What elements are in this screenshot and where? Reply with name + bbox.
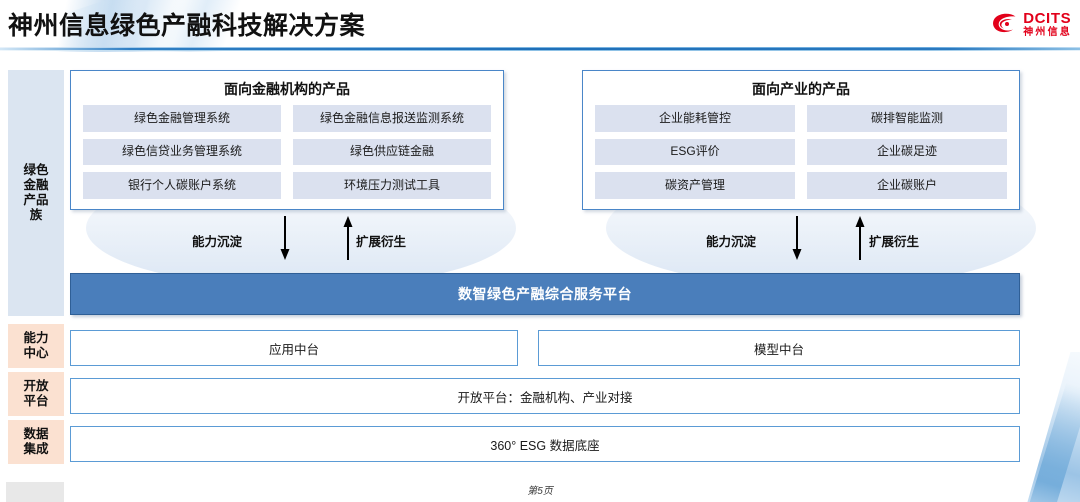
page-number: 第5页 <box>527 486 553 497</box>
panel-title-financial-institutions: 面向金融机构的产品 <box>224 81 350 97</box>
sidebar-item-open-platform[interactable]: 开放 平台 <box>8 372 64 416</box>
header-divider-top <box>0 47 1080 48</box>
header-divider-bottom <box>0 50 1080 51</box>
product-card[interactable]: 绿色信贷业务管理系统 <box>83 138 281 166</box>
arrow-up-icon-left <box>343 216 353 260</box>
slide-header: 神州信息绿色产融科技解决方案 <box>0 0 1080 52</box>
product-card[interactable]: 银行个人碳账户系统 <box>83 172 281 199</box>
dcits-logo: DCITS 神州信息 <box>992 8 1072 40</box>
logo-text-en: DCITS <box>1023 9 1072 27</box>
sidebar-label-data-integration: 数据 集成 <box>23 426 49 456</box>
header-divider-mid <box>0 48 1080 50</box>
panel-financial-institutions: 面向金融机构的产品 绿色金融管理系统 绿色金融信息报送监测系统 绿色信贷业务管理… <box>70 70 504 210</box>
platform-bar-label: 数智绿色产融综合服务平台 <box>458 286 632 302</box>
header-divider <box>0 47 1080 52</box>
layer-box-open-platform[interactable]: 开放平台：金融机构、产业对接 <box>70 378 1020 414</box>
sidebar-label-open-platform: 开放 平台 <box>23 378 49 408</box>
product-card[interactable]: 绿色金融信息报送监测系统 <box>293 105 491 132</box>
platform-bar[interactable]: 数智绿色产融综合服务平台 <box>70 273 1020 315</box>
dcits-logo-mark-icon <box>993 13 1016 33</box>
sidebar-item-ability-center[interactable]: 能力 中心 <box>8 324 64 368</box>
dcits-logo-text: DCITS 神州信息 <box>1023 11 1072 38</box>
product-card[interactable]: 企业碳账户 <box>807 172 1007 199</box>
panel-industry: 面向产业的产品 企业能耗管控 碳排智能监测 ESG评价 企业碳足迹 碳资产管理 … <box>582 70 1020 210</box>
product-card[interactable]: ESG评价 <box>595 138 795 166</box>
product-card[interactable]: 绿色金融管理系统 <box>83 105 281 132</box>
panel-grid-financial-institutions: 绿色金融管理系统 绿色金融信息报送监测系统 绿色信贷业务管理系统 绿色供应链金融… <box>83 105 491 199</box>
product-card[interactable]: 碳排智能监测 <box>807 105 1007 132</box>
product-card[interactable]: 企业能耗管控 <box>595 105 795 132</box>
footer-grey-tab <box>6 482 64 502</box>
layer-box-application-middle-platform[interactable]: 应用中台 <box>70 330 518 366</box>
arrow-down-icon-right <box>792 216 802 260</box>
corner-stripe-1 <box>1022 352 1080 502</box>
product-card[interactable]: 企业碳足迹 <box>807 138 1007 166</box>
arrow-up-icon-right <box>855 216 865 260</box>
flow-label-left-down: 能力沉淀 <box>192 235 243 249</box>
layer-box-model-middle-platform[interactable]: 模型中台 <box>538 330 1020 366</box>
layer-box-data-foundation[interactable]: 360° ESG 数据底座 <box>70 426 1020 462</box>
product-card[interactable]: 环境压力测试工具 <box>293 172 491 199</box>
sidebar-item-data-integration[interactable]: 数据 集成 <box>8 420 64 464</box>
sidebar-label-green-finance-family: 绿色 金融 产品 族 <box>23 162 49 223</box>
corner-stripe-2 <box>1047 352 1080 502</box>
product-card[interactable]: 绿色供应链金融 <box>293 138 491 166</box>
flow-label-right-down: 能力沉淀 <box>706 235 757 249</box>
product-card[interactable]: 碳资产管理 <box>595 172 795 199</box>
flow-label-right-up: 扩展衍生 <box>869 235 920 249</box>
panel-title-industry: 面向产业的产品 <box>752 81 850 97</box>
page-title: 神州信息绿色产融科技解决方案 <box>8 12 366 40</box>
sidebar-item-green-finance-family[interactable]: 绿色 金融 产品 族 <box>8 70 64 316</box>
panel-grid-industry: 企业能耗管控 碳排智能监测 ESG评价 企业碳足迹 碳资产管理 企业碳账户 <box>595 105 1007 199</box>
sidebar-label-ability-center: 能力 中心 <box>23 330 49 360</box>
arrow-down-icon-left <box>280 216 290 260</box>
flow-label-left-up: 扩展衍生 <box>356 235 407 249</box>
logo-text-cn: 神州信息 <box>1023 26 1072 38</box>
